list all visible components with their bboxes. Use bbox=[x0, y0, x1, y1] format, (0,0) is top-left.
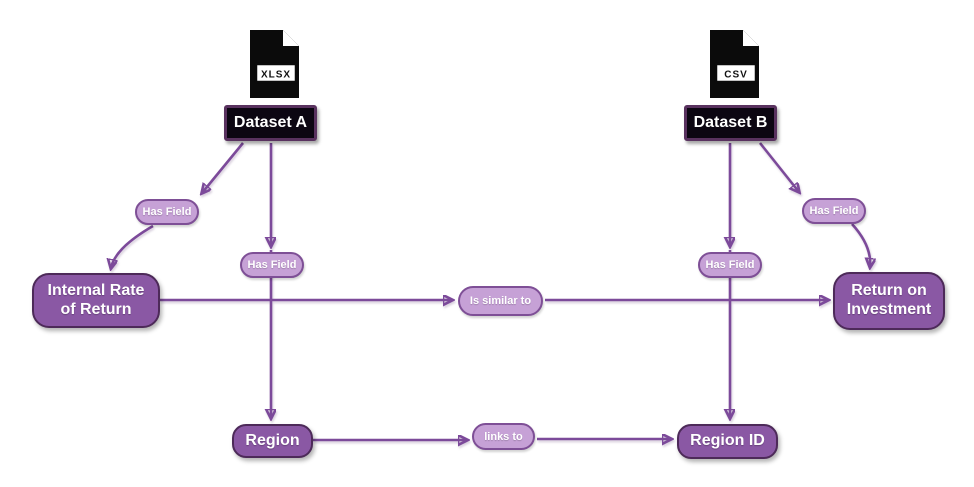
node-dataset-a-label: Dataset A bbox=[233, 114, 308, 131]
edge-label-text: Has Field bbox=[809, 205, 859, 217]
file-badge-label: XLSX bbox=[261, 70, 291, 81]
file-fold bbox=[283, 30, 299, 46]
csv-file-icon: CSV bbox=[710, 30, 759, 98]
edge-dataset-b-to-hasfield-roi bbox=[758, 142, 799, 192]
node-dataset-b-label: Dataset B bbox=[693, 114, 768, 131]
edge-label-has-field-b-roi[interactable]: Has Field bbox=[802, 198, 866, 224]
node-return-on-investment[interactable]: Return on Investment bbox=[833, 272, 945, 330]
edge-hasfield-to-irr bbox=[111, 224, 154, 268]
file-badge-box bbox=[254, 62, 298, 84]
node-dataset-b[interactable]: Dataset B bbox=[684, 105, 777, 141]
node-roi-label: Return on Investment bbox=[846, 282, 932, 318]
edge-label-has-field-b-region-id[interactable]: Has Field bbox=[698, 252, 762, 278]
edge-label-has-field-a-irr[interactable]: Has Field bbox=[135, 199, 199, 225]
edge-label-is-similar-to[interactable]: Is similar to bbox=[458, 286, 543, 316]
node-region-label: Region bbox=[245, 431, 300, 449]
edge-label-has-field-a-region[interactable]: Has Field bbox=[240, 252, 304, 278]
edge-label-text: Has Field bbox=[142, 206, 192, 218]
node-irr-label: Internal Rate of Return bbox=[47, 281, 145, 318]
edge-label-text: links to bbox=[484, 430, 523, 443]
edge-label-text: Has Field bbox=[247, 259, 297, 271]
file-badge-label: CSV bbox=[724, 70, 748, 81]
file-badge-box bbox=[714, 62, 758, 84]
file-fold bbox=[743, 30, 759, 46]
edge-dataset-a-to-hasfield-irr bbox=[202, 142, 245, 193]
node-region-id-label: Region ID bbox=[690, 432, 765, 450]
edge-label-links-to[interactable]: links to bbox=[472, 423, 535, 450]
edge-label-text: Has Field bbox=[705, 259, 755, 271]
node-dataset-a[interactable]: Dataset A bbox=[224, 105, 317, 141]
edge-label-text: Is similar to bbox=[469, 295, 532, 307]
node-internal-rate-of-return[interactable]: Internal Rate of Return bbox=[32, 273, 160, 328]
node-region-id[interactable]: Region ID bbox=[677, 424, 778, 459]
node-region[interactable]: Region bbox=[232, 424, 313, 458]
edge-hasfield-to-roi bbox=[851, 223, 870, 267]
xlsx-file-icon: XLSX bbox=[250, 30, 299, 98]
